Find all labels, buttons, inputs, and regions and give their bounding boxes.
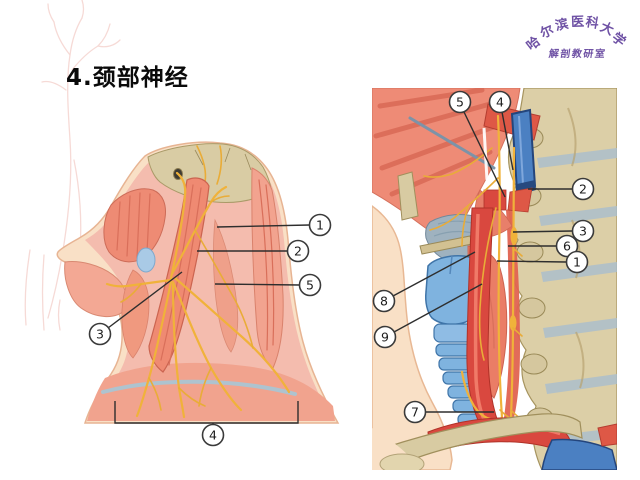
svg-text:5: 5 bbox=[456, 95, 464, 110]
leader-line-1 bbox=[216, 224, 310, 228]
sympathetic-ganglion bbox=[509, 315, 517, 331]
clavicle-bone bbox=[383, 413, 583, 467]
figure-label: 5 bbox=[448, 90, 472, 114]
levator-scapulae-muscle bbox=[213, 218, 239, 353]
ansa-cervicalis bbox=[478, 207, 497, 361]
svg-text:8: 8 bbox=[380, 294, 388, 309]
cut-artery-stub bbox=[597, 423, 617, 447]
svg-text:6: 6 bbox=[563, 239, 571, 254]
figure-label: 1 bbox=[565, 250, 589, 274]
figure-label: 4 bbox=[488, 90, 512, 114]
sympathetic-trunk bbox=[509, 146, 516, 420]
university-watermark: 哈 尔 滨 医 科 大 学 解剖教研室 bbox=[516, 8, 632, 62]
skull-shading bbox=[194, 147, 252, 171]
svg-text:7: 7 bbox=[411, 405, 419, 420]
svg-text:4: 4 bbox=[496, 95, 504, 110]
sympathetic-ganglion bbox=[510, 227, 518, 245]
watermark-char: 尔 bbox=[538, 22, 557, 42]
svg-text:1: 1 bbox=[573, 255, 581, 270]
artery-highlight bbox=[473, 213, 492, 432]
nerve-twig bbox=[512, 247, 523, 337]
occipital-nerve-twig bbox=[196, 145, 207, 183]
figure-label: 2 bbox=[286, 239, 310, 263]
trapezius-muscle bbox=[251, 167, 284, 369]
sternum-bone-hint bbox=[379, 453, 425, 470]
vagus-nerve bbox=[496, 114, 504, 420]
svg-text:3: 3 bbox=[579, 224, 587, 239]
transverse-cervical-nerve bbox=[105, 278, 173, 288]
svg-text:4: 4 bbox=[209, 428, 217, 443]
nerve-twig bbox=[178, 387, 206, 407]
svg-text:9: 9 bbox=[381, 330, 389, 345]
left-neck-figure: 1 2 5 3 4 bbox=[56, 141, 340, 447]
nerve-twig bbox=[198, 367, 212, 407]
figure-label: 7 bbox=[403, 400, 427, 424]
jugular-vein-highlight bbox=[518, 115, 524, 185]
leader-line-4 bbox=[501, 111, 514, 171]
figure-label: 6 bbox=[555, 234, 579, 258]
svg-text:1: 1 bbox=[316, 218, 324, 233]
leader-line-1 bbox=[496, 260, 567, 263]
deep-neck-nerves bbox=[423, 114, 539, 427]
figure-label: 4 bbox=[201, 423, 225, 447]
thyroid-cartilage-hint bbox=[136, 247, 156, 273]
watermark-char: 滨 bbox=[553, 16, 570, 35]
watermark-subtext: 解剖教研室 bbox=[547, 49, 607, 60]
svg-text:3: 3 bbox=[96, 327, 104, 342]
figure-label: 9 bbox=[373, 325, 397, 349]
great-auricular-nerve bbox=[169, 171, 187, 280]
hypoglossal-nerve bbox=[423, 147, 493, 178]
clavicle-fascia bbox=[101, 379, 297, 396]
figure-label: 2 bbox=[571, 177, 595, 201]
figure-label: 5 bbox=[298, 273, 322, 297]
cervical-plexus-nerves bbox=[105, 171, 291, 419]
svg-text:2: 2 bbox=[294, 244, 302, 259]
watermark-char: 科 bbox=[584, 14, 600, 32]
watermark-char: 医 bbox=[570, 14, 585, 31]
supraclavicular-nerve-middle bbox=[171, 282, 186, 419]
page-title: 4.颈部神经 bbox=[66, 65, 189, 91]
figure-label: 8 bbox=[372, 289, 396, 313]
infrahyoid-muscle bbox=[121, 269, 150, 359]
accessory-nerve-branch bbox=[173, 276, 291, 394]
nerve-twig bbox=[210, 195, 230, 203]
leader-line-3 bbox=[512, 230, 573, 233]
deep-red-muscle bbox=[507, 187, 533, 213]
occipital-nerve-twig bbox=[216, 145, 223, 185]
right-neck-figure: 5 4 2 3 6 1 8 9 bbox=[372, 88, 617, 470]
white-line bbox=[482, 127, 489, 181]
svg-text:2: 2 bbox=[579, 182, 587, 197]
superior-laryngeal-nerve bbox=[429, 177, 499, 231]
nerve-twig bbox=[120, 283, 142, 303]
leader-line-8 bbox=[392, 251, 476, 297]
accessory-nerve-line bbox=[408, 116, 496, 170]
leader-line-3 bbox=[107, 271, 183, 329]
styloid-bone-fragment bbox=[397, 171, 419, 221]
svg-text:5: 5 bbox=[306, 278, 314, 293]
muscle-striation bbox=[116, 192, 151, 259]
nerve-twig bbox=[148, 377, 162, 411]
accessory-nerve bbox=[194, 229, 254, 349]
figure-label: 1 bbox=[308, 213, 332, 237]
faint-vessel-sketch bbox=[24, 0, 121, 331]
muscle-striation bbox=[258, 179, 275, 351]
subclavian-vein bbox=[541, 438, 617, 470]
nerve-twig bbox=[461, 205, 469, 247]
leader-line-5 bbox=[463, 111, 506, 198]
leader-line-9 bbox=[393, 283, 483, 333]
leader-line-5 bbox=[214, 283, 300, 286]
figure-label: 3 bbox=[571, 219, 595, 243]
figure-label: 3 bbox=[88, 322, 112, 346]
